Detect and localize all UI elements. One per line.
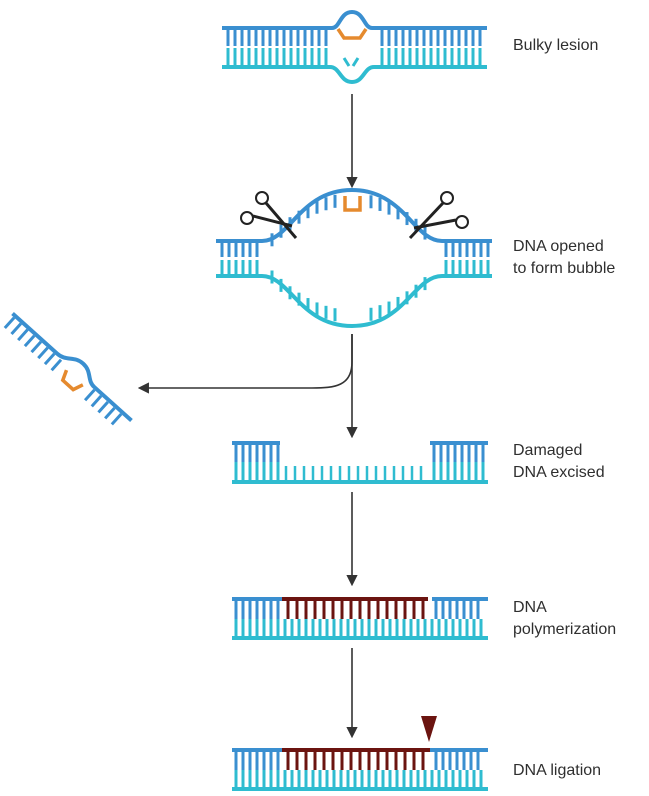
excised-fragment-graphic [3,311,133,426]
bottom-strand [222,65,487,85]
label-dna-opened: DNA opened to form bubble [513,236,615,280]
top-strand [216,187,492,243]
dna-polymerization-graphic [232,597,488,640]
scissors-icon [240,191,298,239]
dna-excised-graphic [232,441,488,484]
base-pair-rung [10,322,22,336]
dna-bubble-graphic [216,187,492,329]
scissors-icon [408,191,469,240]
label-polymerization: DNA polymerization [513,597,616,641]
label-line: DNA [513,599,547,616]
label-damaged-excised: Damaged DNA excised [513,440,605,484]
label-line: to form bubble [513,260,616,277]
base-pair-rung [83,388,96,402]
label-line: polymerization [513,621,617,638]
label-line: DNA opened [513,238,604,255]
base-pair-rung [23,334,36,348]
base-pair-rung [30,340,43,354]
ligation-marker-icon [421,716,437,742]
base-pair-rung [3,316,16,330]
label-line: Bulky lesion [513,37,599,54]
base-pair-rung [97,400,109,414]
label-ligation: DNA ligation [513,760,601,782]
arrow-branch-left [137,334,353,394]
label-line: Damaged [513,442,583,459]
bottom-strand [216,274,492,329]
label-bulky-lesion: Bulky lesion [513,35,598,57]
lesion-adduct [343,196,362,212]
base-pair-rung [37,346,49,360]
dna-ligation-graphic [232,716,488,791]
base-pair-rung [90,394,103,408]
base-pair-rung [43,352,56,366]
top-strand [222,9,487,30]
lesion-adduct [60,369,84,392]
label-line: DNA excised [513,464,605,481]
lesion-adduct [336,28,368,40]
base-pair-rung [50,358,63,372]
base-pair-rung [110,412,123,426]
label-line: DNA ligation [513,762,602,779]
base-pair-rung [17,328,29,342]
dna-lesion-graphic [222,9,487,85]
base-pair-rung [104,406,116,420]
